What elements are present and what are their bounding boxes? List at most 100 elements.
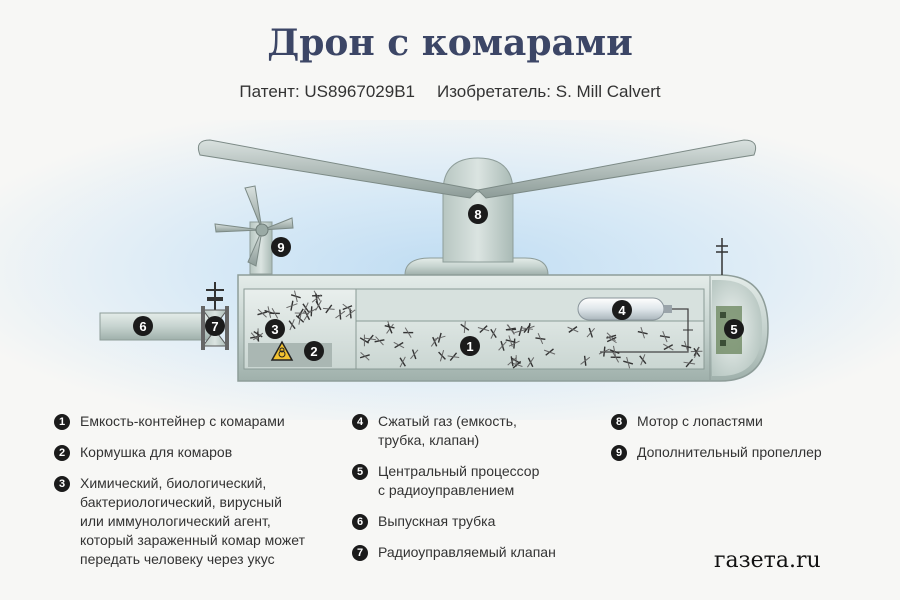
legend-text: Кормушка для комаров xyxy=(80,444,233,460)
mosquito-icon xyxy=(311,293,322,304)
mosquito-icon xyxy=(295,313,305,325)
mosquito-icon xyxy=(438,349,446,362)
mosquito-icon xyxy=(294,308,307,318)
mosquito-icon xyxy=(410,349,419,360)
mosquito-icon xyxy=(302,302,310,314)
secondary-propeller xyxy=(214,185,294,275)
legend-text: Сжатый газ (емкость, трубка, клапан) xyxy=(378,413,517,448)
mosquito-icon xyxy=(505,335,516,347)
main-rotor xyxy=(197,139,757,199)
mosquito-icon xyxy=(322,304,335,314)
mosquito-icon xyxy=(447,352,460,362)
inventor-name: Изобретатель: S. Mill Calvert xyxy=(436,82,661,101)
mosquito-icon xyxy=(610,351,621,363)
svg-text:6: 6 xyxy=(139,319,146,334)
mosquito-icon xyxy=(257,308,268,318)
mosquito-icon xyxy=(507,356,517,367)
marker-6: 6 xyxy=(133,316,153,336)
legend-text: Мотор с лопастями xyxy=(637,413,763,429)
mosquito-icon xyxy=(430,336,439,347)
motor-housing xyxy=(404,157,549,276)
mosquito-icon xyxy=(434,332,446,343)
marker-9: 9 xyxy=(271,237,291,257)
legend-text: Химический, биологический, бактериологич… xyxy=(80,475,306,567)
mosquito-icon xyxy=(477,325,490,334)
svg-text:9: 9 xyxy=(277,240,284,255)
marker-8: 8 xyxy=(468,204,488,224)
legend-text: Дополнительный пропеллер xyxy=(637,444,822,460)
mosquito-swarm xyxy=(250,290,703,369)
mosquito-icon xyxy=(659,331,670,343)
mosquito-icon xyxy=(490,327,497,339)
svg-text:8: 8 xyxy=(474,207,481,222)
mosquito-icon xyxy=(286,300,298,311)
svg-text:1: 1 xyxy=(466,339,473,354)
patent-number: Патент: US8967029B1 xyxy=(239,82,415,101)
antenna-icon xyxy=(716,238,728,275)
mosquito-icon xyxy=(598,346,610,357)
mosquito-icon xyxy=(460,321,470,334)
marker-2: 2 xyxy=(304,341,324,361)
svg-text:7: 7 xyxy=(211,319,218,334)
mosquito-icon xyxy=(693,346,701,358)
mosquito-icon xyxy=(253,331,264,342)
svg-text:2: 2 xyxy=(310,344,317,359)
mosquito-icon xyxy=(521,324,533,333)
legend-text: Центральный процессор с радиоуправлением xyxy=(378,463,540,498)
mosquito-icon xyxy=(359,334,370,347)
page-subtitle: Патент: US8967029B1 Изобретатель: S. Mill… xyxy=(0,82,900,102)
marker-7: 7 xyxy=(205,316,225,336)
mosquito-icon xyxy=(306,306,317,317)
mosquito-icon xyxy=(364,334,376,344)
mosquito-icon xyxy=(637,326,648,339)
mosquito-icon xyxy=(335,309,346,320)
svg-text:4: 4 xyxy=(618,303,626,318)
mosquito-icon xyxy=(543,348,556,356)
mosquito-icon xyxy=(586,327,596,338)
mosquito-icon xyxy=(290,290,301,303)
page-title: Дрон с комарами xyxy=(267,22,633,64)
mosquito-icon xyxy=(527,357,535,368)
mosquito-icon xyxy=(393,341,405,349)
mosquito-icon xyxy=(567,326,579,333)
mosquito-icon xyxy=(623,356,634,369)
mosquito-icon xyxy=(399,356,406,368)
mosquito-icon xyxy=(264,306,275,318)
mosquito-icon xyxy=(498,340,507,351)
biohazard-icon xyxy=(270,340,294,361)
mosquito-icon xyxy=(342,303,353,312)
mosquito-icon xyxy=(683,358,696,368)
legend-text: Выпускная трубка xyxy=(378,513,496,529)
mosquito-icon xyxy=(681,340,692,353)
marker-4: 4 xyxy=(612,300,632,320)
svg-text:5: 5 xyxy=(730,322,737,337)
legend-text: Радиоуправляемый клапан xyxy=(378,544,556,560)
mosquito-icon xyxy=(639,354,647,366)
publisher-logo: газета.ru xyxy=(714,548,821,573)
marker-5: 5 xyxy=(724,319,744,339)
mosquito-icon xyxy=(374,336,385,346)
exhaust-tube xyxy=(99,312,211,341)
mosquito-icon xyxy=(288,319,296,331)
mosquito-icon xyxy=(359,352,370,361)
mosquito-icon xyxy=(535,333,546,345)
mosquito-icon xyxy=(580,355,591,366)
mosquito-icon xyxy=(386,323,394,334)
mosquito-icon xyxy=(403,327,414,338)
mosquito-icon xyxy=(606,335,617,344)
marker-3: 3 xyxy=(265,319,285,339)
marker-1: 1 xyxy=(460,336,480,356)
mosquito-icon xyxy=(663,343,674,351)
svg-text:3: 3 xyxy=(271,322,278,337)
